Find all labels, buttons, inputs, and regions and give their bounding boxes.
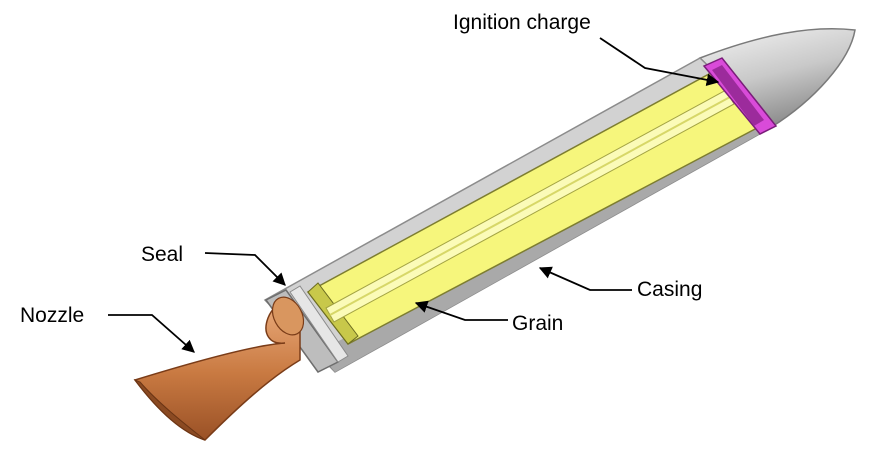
ignition-charge-inner: [712, 65, 764, 126]
nozzle-label: Nozzle: [20, 304, 84, 327]
nozzle: [133, 304, 301, 441]
casing-leader: [538, 266, 632, 291]
grain-leader: [414, 300, 508, 321]
casing-label: Casing: [637, 278, 702, 301]
seal-leader: [204, 252, 286, 286]
nozzle-exit-lip: [133, 378, 206, 441]
seal-label: Seal: [141, 243, 183, 266]
nose-cone: [698, 28, 856, 129]
grain-core-line: [329, 96, 731, 316]
ignition-charge-label: Ignition charge: [453, 11, 591, 34]
nozzle-leader: [108, 314, 195, 353]
grain-label: Grain: [512, 312, 563, 335]
ignition-charge-leader: [599, 37, 720, 87]
seal-band: [289, 285, 349, 363]
nozzle-throat: [271, 296, 305, 336]
